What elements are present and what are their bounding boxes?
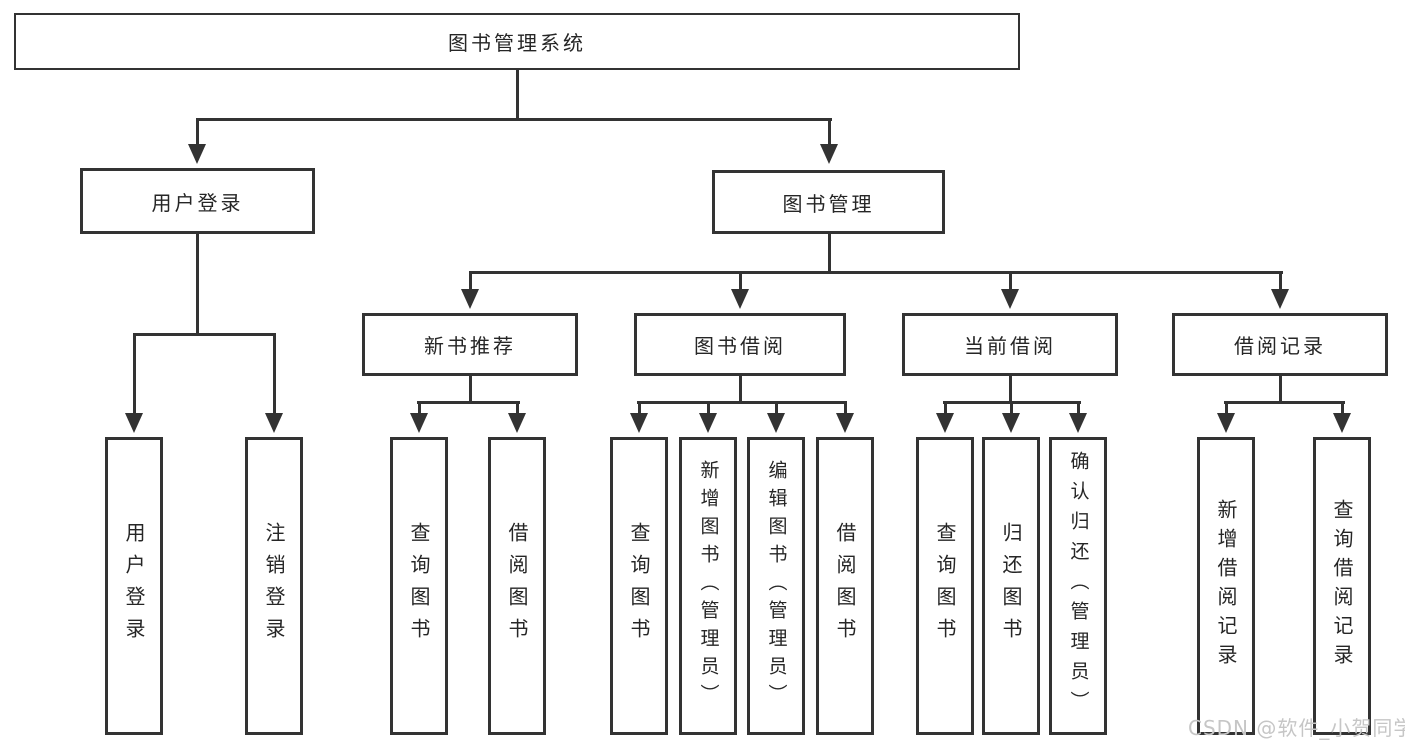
connector-records-hline [1224,401,1345,404]
connector-recommend-leaf1-drop [418,401,421,415]
arrowhead-current-leaf1 [936,413,954,433]
leaf-query-books-borrow: 查询图书 [610,437,668,735]
node-book-borrowing: 图书借阅 [634,313,846,376]
node-user-login: 用户登录 [80,168,315,234]
connector-current-leaf3-drop [1077,401,1080,415]
node-current-borrowing: 当前借阅 [902,313,1118,376]
node-book-management-label: 图书管理 [782,191,875,216]
node-user-login-label: 用户登录 [151,190,244,215]
node-new-book-recommend-label: 新书推荐 [424,334,516,358]
connector-login-leaf1-drop [133,333,136,415]
leaf-borrow-books-recommend-label: 借阅图书 [505,522,529,650]
leaf-borrow-books-recommend: 借阅图书 [488,437,546,735]
leaf-borrow-books-borrow: 借阅图书 [816,437,874,735]
leaf-edit-books-admin: 编辑图书（管理员） [747,437,805,735]
leaf-query-books-recommend-label: 查询图书 [407,522,431,650]
connector-mgmt-stem [828,232,831,274]
leaf-return-books-label: 归还图书 [999,522,1023,650]
arrowhead-current-leaf2 [1002,413,1020,433]
connector-recommend-hline [417,401,520,404]
leaf-user-login-label: 用户登录 [122,522,146,650]
arrowhead-login-leaf1 [125,413,143,433]
connector-records-stem [1279,374,1282,403]
watermark: CSDN @软件_小贺同学 [1188,716,1405,740]
leaf-add-borrow-record-label: 新增借阅记录 [1214,499,1238,673]
connector-borrow-leaf2-drop [707,401,710,415]
leaf-confirm-return-admin-label: 确认归还（管理员） [1067,451,1090,721]
leaf-confirm-return-admin: 确认归还（管理员） [1049,437,1107,735]
connector-login-stem [196,232,199,334]
connector-borrow-hline [637,401,847,404]
connector-borrow-drop [739,271,742,291]
connector-records-drop [1279,271,1282,291]
leaf-user-login: 用户登录 [105,437,163,735]
connector-records-leaf2-drop [1341,401,1344,415]
arrowhead-borrow-leaf2 [699,413,717,433]
connector-root-stem [516,68,519,120]
leaf-query-books-recommend: 查询图书 [390,437,448,735]
connector-current-leaf2-drop [1010,401,1013,415]
arrowhead-login-leaf2 [265,413,283,433]
leaf-query-books-borrow-label: 查询图书 [627,522,651,650]
node-borrowing-records: 借阅记录 [1172,313,1388,376]
leaf-query-books-current: 查询图书 [916,437,974,735]
connector-borrow-stem [739,374,742,403]
node-root: 图书管理系统 [14,13,1020,70]
arrowhead-records-leaf1 [1217,413,1235,433]
connector-borrow-leaf3-drop [775,401,778,415]
leaf-add-books-admin-label: 新增图书（管理员） [697,460,720,712]
connector-recommend-leaf2-drop [516,401,519,415]
node-current-borrowing-label: 当前借阅 [964,334,1056,358]
connector-recommend-stem [469,374,472,403]
connector-current-stem [1009,374,1012,403]
leaf-add-books-admin: 新增图书（管理员） [679,437,737,735]
arrowhead-borrow-leaf1 [630,413,648,433]
connector-recommend-drop [469,271,472,291]
leaf-logout: 注销登录 [245,437,303,735]
arrowhead-recommend-leaf2 [508,413,526,433]
connector-records-leaf1-drop [1225,401,1228,415]
connector-current-drop [1009,271,1012,291]
arrowhead-borrow-leaf4 [836,413,854,433]
leaf-logout-label: 注销登录 [262,522,286,650]
node-new-book-recommend: 新书推荐 [362,313,578,376]
node-borrowing-records-label: 借阅记录 [1234,334,1326,358]
node-root-label: 图书管理系统 [448,31,586,55]
leaf-query-borrow-record: 查询借阅记录 [1313,437,1371,735]
connector-level2-hline [196,118,832,121]
leaf-query-books-current-label: 查询图书 [933,522,957,650]
connector-user-login-drop [196,118,199,148]
arrowhead-current [1001,289,1019,309]
connector-borrow-leaf4-drop [844,401,847,415]
arrowhead-book-mgmt [820,144,838,164]
arrowhead-borrow-leaf3 [767,413,785,433]
node-book-management: 图书管理 [712,170,945,234]
arrowhead-recommend-leaf1 [410,413,428,433]
connector-current-leaf1-drop [944,401,947,415]
arrowhead-recommend [461,289,479,309]
leaf-borrow-books-borrow-label: 借阅图书 [833,522,857,650]
arrowhead-current-leaf3 [1069,413,1087,433]
arrowhead-records-leaf2 [1333,413,1351,433]
leaf-return-books: 归还图书 [982,437,1040,735]
leaf-edit-books-admin-label: 编辑图书（管理员） [765,460,788,712]
arrowhead-user-login [188,144,206,164]
arrowhead-records [1271,289,1289,309]
connector-login-leaf2-drop [273,333,276,415]
leaf-query-borrow-record-label: 查询借阅记录 [1330,499,1354,673]
leaf-add-borrow-record: 新增借阅记录 [1197,437,1255,735]
connector-level3-hline [469,271,1283,274]
arrowhead-borrow [731,289,749,309]
connector-login-hline [133,333,276,336]
node-book-borrowing-label: 图书借阅 [694,334,786,358]
connector-borrow-leaf1-drop [638,401,641,415]
connector-book-mgmt-drop [828,118,831,148]
